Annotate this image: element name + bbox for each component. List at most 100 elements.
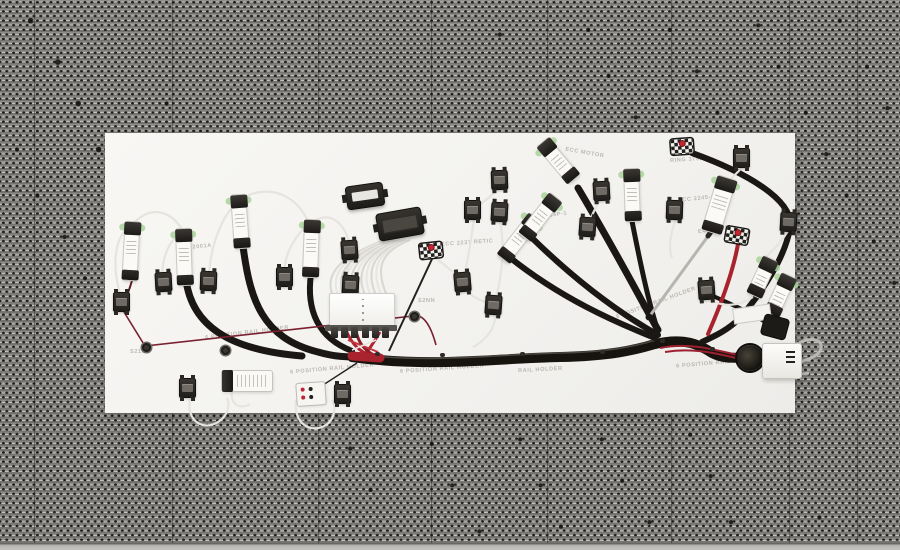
part: [580, 213, 585, 218]
red-cable: [706, 242, 740, 336]
part: [178, 245, 190, 262]
part: [166, 268, 171, 273]
part: [503, 199, 508, 204]
bench-edge: [0, 543, 900, 550]
part: [288, 264, 292, 268]
part: [343, 271, 348, 276]
part: [123, 221, 142, 236]
wire-connector: [464, 197, 481, 223]
part: [305, 236, 317, 253]
part: [492, 189, 497, 194]
part: [781, 208, 786, 213]
branch-cable: [239, 242, 364, 361]
part: [476, 219, 480, 223]
plugged-hole: [715, 110, 720, 115]
plugged-hole: [694, 69, 700, 74]
terminal-clamp: [351, 327, 359, 338]
part: [125, 289, 129, 293]
wire-connector: [276, 264, 293, 290]
part: [309, 394, 314, 400]
plugged-hole: [348, 446, 353, 451]
fan-wire: [379, 239, 411, 297]
plugged-hole: [708, 474, 713, 479]
part: [200, 289, 205, 294]
part: [502, 221, 507, 226]
dsub-connector: [372, 206, 428, 242]
terminal-clamp: [341, 327, 349, 338]
part: [382, 188, 389, 198]
part: [346, 403, 350, 407]
part: [212, 268, 217, 273]
part: [120, 269, 139, 281]
cable-tie: [440, 353, 445, 357]
plugged-hole: [75, 100, 81, 107]
cable-tie: [710, 347, 715, 351]
rod-tip: [645, 313, 653, 321]
plugged-hole: [558, 524, 564, 529]
part: [668, 205, 681, 215]
white-wire-fan: [329, 239, 411, 297]
plugged-hole: [599, 437, 604, 442]
part: [590, 236, 595, 241]
part: [677, 219, 682, 224]
branch-cable: [505, 253, 658, 341]
cable-tie: [375, 352, 380, 356]
part: [344, 280, 357, 290]
plugged-hole: [82, 276, 88, 281]
part: [591, 214, 596, 219]
part: [277, 286, 281, 290]
metal-rod: [647, 227, 716, 318]
part: [180, 375, 184, 379]
branch-cable: [182, 276, 306, 360]
part: [624, 210, 642, 222]
plugged-hole: [477, 529, 482, 534]
plugged-hole: [647, 520, 652, 525]
pegboard-seam: [857, 0, 859, 550]
plugged-hole: [518, 437, 523, 442]
part: [560, 166, 580, 185]
part: [467, 206, 478, 214]
plugged-hole: [824, 152, 829, 157]
part: [202, 276, 215, 286]
part: [792, 209, 797, 214]
part: [531, 207, 549, 226]
part: [346, 381, 350, 385]
part: [341, 237, 346, 242]
part: [180, 397, 184, 401]
plugged-hole: [633, 115, 638, 120]
fuse-block: [296, 382, 326, 406]
part: [114, 311, 118, 315]
wire-connector: [484, 291, 503, 319]
taut-wire: [319, 362, 358, 388]
part: [301, 395, 306, 400]
plugged-hole: [14, 147, 20, 152]
part: [300, 387, 305, 392]
part: [491, 167, 496, 172]
part: [279, 273, 290, 281]
part: [678, 197, 683, 202]
part: [156, 291, 161, 296]
part: [222, 370, 233, 392]
fan-wire: [340, 239, 390, 297]
part: [464, 268, 470, 273]
wire-connector: [340, 236, 359, 264]
plugged-hole: [62, 234, 67, 239]
pegboard-seam: [34, 0, 36, 550]
part: [372, 223, 380, 233]
part: [288, 286, 292, 290]
part: [191, 375, 195, 379]
wire-connector: [199, 267, 218, 295]
trunk-cable-highlight: [355, 339, 657, 360]
wire-connector: [179, 375, 196, 401]
trunk-cable: [347, 336, 755, 368]
part: [711, 192, 729, 211]
plugged-hole: [817, 515, 822, 520]
part: [308, 386, 313, 392]
part: [125, 311, 129, 315]
part: [176, 274, 194, 286]
plugged-hole: [538, 483, 543, 488]
plugged-hole: [837, 18, 842, 23]
wire-connector: [779, 208, 798, 236]
part: [593, 178, 598, 183]
